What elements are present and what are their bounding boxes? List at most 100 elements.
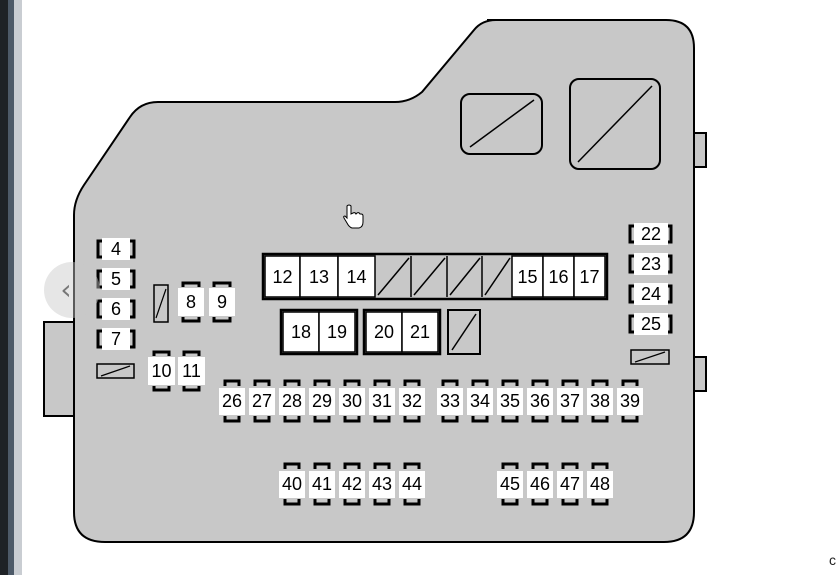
svg-text:18: 18	[291, 322, 311, 342]
svg-text:14: 14	[346, 267, 366, 287]
fuse-31: 31	[369, 379, 395, 423]
fuse-41: 41	[309, 462, 335, 506]
svg-text:16: 16	[548, 267, 568, 287]
previous-image-button[interactable]: ‹	[44, 262, 100, 318]
window-edge	[0, 0, 22, 575]
svg-text:12: 12	[272, 267, 292, 287]
svg-text:11: 11	[182, 361, 201, 381]
spare-relay-slot	[447, 309, 481, 355]
fuse-43: 43	[369, 462, 395, 506]
svg-text:48: 48	[590, 474, 610, 494]
fuse-34: 34	[467, 379, 493, 423]
fuse-40: 40	[279, 462, 305, 506]
svg-text:9: 9	[217, 292, 227, 312]
svg-text:21: 21	[410, 322, 430, 342]
corner-caption: c	[829, 552, 836, 568]
fuse-28: 28	[279, 379, 305, 423]
svg-text:22: 22	[641, 224, 661, 244]
relay-large-2	[569, 78, 661, 170]
fuse-32: 32	[399, 379, 425, 423]
svg-text:47: 47	[560, 474, 580, 494]
svg-text:35: 35	[500, 391, 520, 411]
svg-text:13: 13	[309, 267, 329, 287]
fuse-33: 33	[437, 379, 463, 423]
spare-fuse-slot-left	[96, 363, 135, 379]
relay-box-20: 20	[365, 311, 403, 353]
svg-text:27: 27	[252, 391, 272, 411]
relay-large-1	[460, 93, 543, 155]
svg-text:34: 34	[470, 391, 490, 411]
svg-text:23: 23	[641, 254, 661, 274]
svg-text:38: 38	[590, 391, 610, 411]
svg-text:45: 45	[500, 474, 520, 494]
fuse-26: 26	[219, 379, 245, 423]
fuse-7: 7	[96, 328, 136, 350]
svg-text:28: 28	[282, 391, 302, 411]
fuse-8: 8	[178, 281, 204, 323]
fuse-39: 39	[617, 379, 643, 423]
svg-text:29: 29	[312, 391, 332, 411]
fuse-42: 42	[339, 462, 365, 506]
relay-box-19: 19	[318, 311, 356, 353]
svg-text:37: 37	[560, 391, 580, 411]
relay-box-16: 16	[542, 255, 575, 298]
relay-box-18: 18	[282, 311, 320, 353]
fuse-4: 4	[96, 238, 136, 260]
fuse-30: 30	[339, 379, 365, 423]
svg-text:17: 17	[579, 267, 599, 287]
hand-cursor-icon	[343, 204, 364, 229]
svg-text:15: 15	[517, 267, 537, 287]
svg-text:26: 26	[222, 391, 242, 411]
svg-text:39: 39	[620, 391, 640, 411]
relay-box-17: 17	[573, 255, 606, 298]
svg-text:4: 4	[111, 239, 121, 259]
fuse-36: 36	[527, 379, 553, 423]
fuse-10: 10	[148, 350, 175, 392]
fuse-46: 46	[527, 462, 553, 506]
svg-text:42: 42	[342, 474, 362, 494]
svg-text:43: 43	[372, 474, 392, 494]
svg-text:10: 10	[151, 361, 171, 381]
svg-text:5: 5	[111, 269, 121, 289]
fuse-9: 9	[209, 281, 235, 323]
svg-text:19: 19	[327, 322, 347, 342]
fuse-47: 47	[557, 462, 583, 506]
spare-slots-upper	[377, 256, 511, 297]
svg-text:46: 46	[530, 474, 550, 494]
svg-text:36: 36	[530, 391, 550, 411]
svg-text:30: 30	[342, 391, 362, 411]
chevron-left-icon: ‹	[60, 273, 72, 306]
fuse-38: 38	[587, 379, 613, 423]
fuse-5: 5	[96, 268, 136, 290]
svg-text:41: 41	[312, 474, 332, 494]
fuse-48: 48	[587, 462, 613, 506]
svg-text:40: 40	[282, 474, 302, 494]
fuse-45: 45	[497, 462, 523, 506]
svg-text:7: 7	[111, 329, 121, 349]
fuse-35: 35	[497, 379, 523, 423]
relay-box-13: 13	[299, 255, 339, 298]
fuse-6: 6	[96, 298, 136, 320]
relay-box-14: 14	[337, 255, 376, 298]
svg-text:33: 33	[440, 391, 460, 411]
relay-box-12: 12	[264, 255, 301, 298]
relay-box-21: 21	[401, 311, 439, 353]
fuse-37: 37	[557, 379, 583, 423]
fuse-44: 44	[399, 462, 425, 506]
svg-text:25: 25	[641, 314, 661, 334]
connector-tab-left	[43, 321, 77, 417]
spare-fuse-slot-right	[630, 349, 670, 365]
svg-text:32: 32	[402, 391, 422, 411]
fuse-24: 24	[628, 283, 673, 305]
relay-box-15: 15	[511, 255, 544, 298]
fuse-22: 22	[628, 223, 673, 245]
svg-text:20: 20	[374, 322, 394, 342]
fuse-23: 23	[628, 253, 673, 275]
svg-text:8: 8	[186, 292, 196, 312]
svg-text:6: 6	[111, 299, 121, 319]
svg-text:31: 31	[372, 391, 392, 411]
fuse-29: 29	[309, 379, 335, 423]
fuse-11: 11	[178, 350, 205, 392]
fuse-25: 25	[628, 313, 673, 335]
